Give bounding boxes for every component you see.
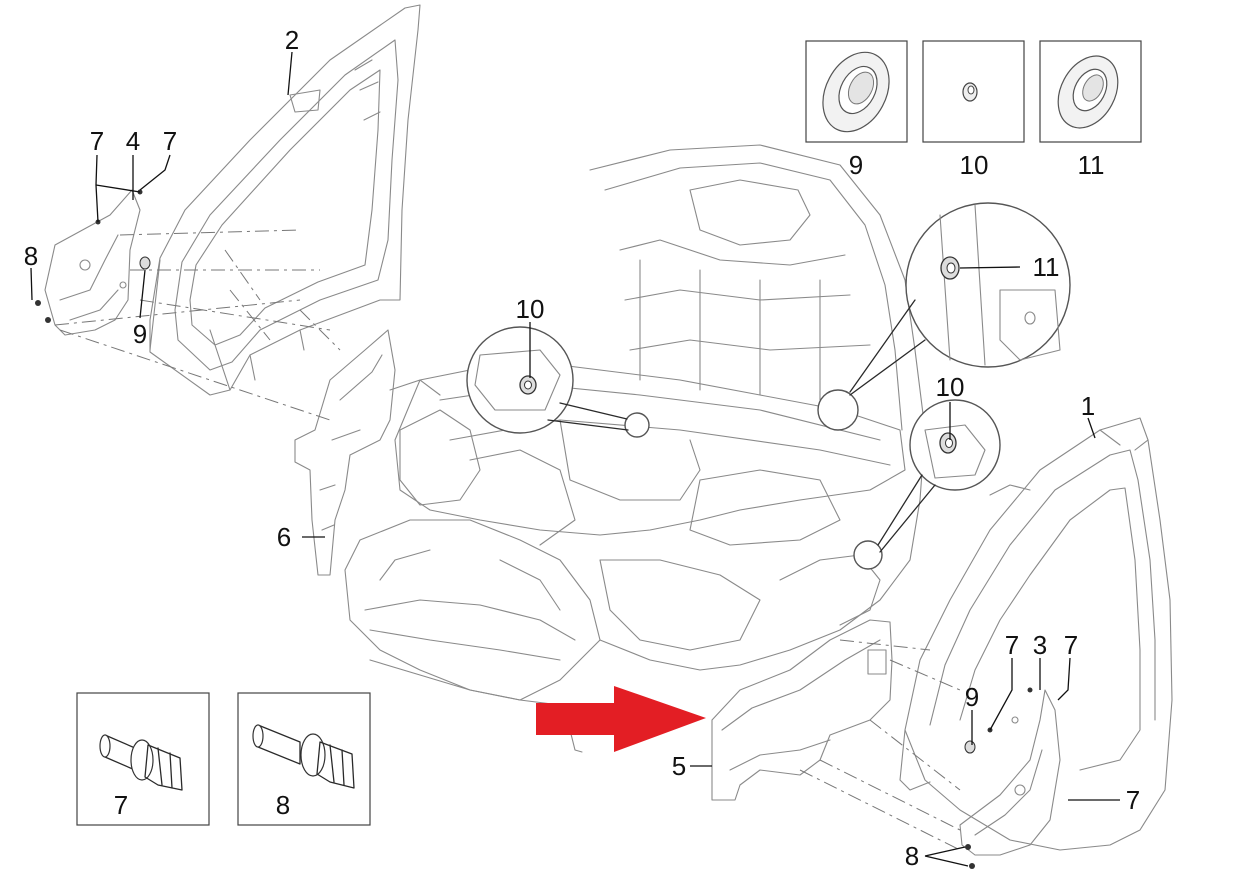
callout-7: 7 xyxy=(1126,785,1140,815)
magnifier-lens-11-rear-wall xyxy=(817,202,1071,431)
callout-3: 3 xyxy=(1033,630,1047,660)
part-4-left-fender-bracket xyxy=(44,189,141,336)
cab-body-shell xyxy=(344,144,926,753)
callout-10: 10 xyxy=(516,294,545,324)
callout-labels: 2 7 4 7 8 9 10 9 10 11 11 10 1 6 5 7 3 7… xyxy=(24,25,1140,871)
callout-2: 2 xyxy=(285,25,299,55)
callout-7: 7 xyxy=(163,126,177,156)
callout-7: 7 xyxy=(90,126,104,156)
callout-7: 7 xyxy=(1005,630,1019,660)
callout-9: 9 xyxy=(965,682,979,712)
callout-7: 7 xyxy=(114,790,128,820)
part-6-left-pillar-brace xyxy=(294,329,396,576)
callout-11: 11 xyxy=(1078,150,1105,180)
callout-8: 8 xyxy=(276,790,290,820)
magnifier-lens-10-floor xyxy=(466,326,650,438)
callout-10: 10 xyxy=(960,150,989,180)
inset-box-11 xyxy=(1039,40,1142,143)
part-2-left-door-frame xyxy=(149,4,421,396)
callout-6: 6 xyxy=(277,522,291,552)
callout-4: 4 xyxy=(126,126,140,156)
callout-8: 8 xyxy=(24,241,38,271)
red-pointer-arrow-icon xyxy=(536,686,706,752)
inset-box-bolt-8 xyxy=(237,692,371,826)
callout-9: 9 xyxy=(849,150,863,180)
inset-box-10 xyxy=(922,40,1025,143)
inset-box-9 xyxy=(805,40,908,143)
callout-10: 10 xyxy=(936,372,965,402)
callout-7: 7 xyxy=(1064,630,1078,660)
inset-box-bolt-7 xyxy=(76,692,210,826)
callout-11: 11 xyxy=(1033,252,1060,282)
callout-5: 5 xyxy=(672,751,686,781)
part-3-right-fender-bracket xyxy=(959,689,1061,856)
callout-1: 1 xyxy=(1081,391,1095,421)
leader-lines xyxy=(30,51,1120,867)
part-5-right-pillar-brace xyxy=(711,619,893,801)
callout-9: 9 xyxy=(133,319,147,349)
part-1-right-door-frame xyxy=(899,417,1173,851)
assembly-lines xyxy=(54,229,961,851)
callout-8: 8 xyxy=(905,841,919,871)
magnifier-lens-10-right xyxy=(853,399,1001,570)
